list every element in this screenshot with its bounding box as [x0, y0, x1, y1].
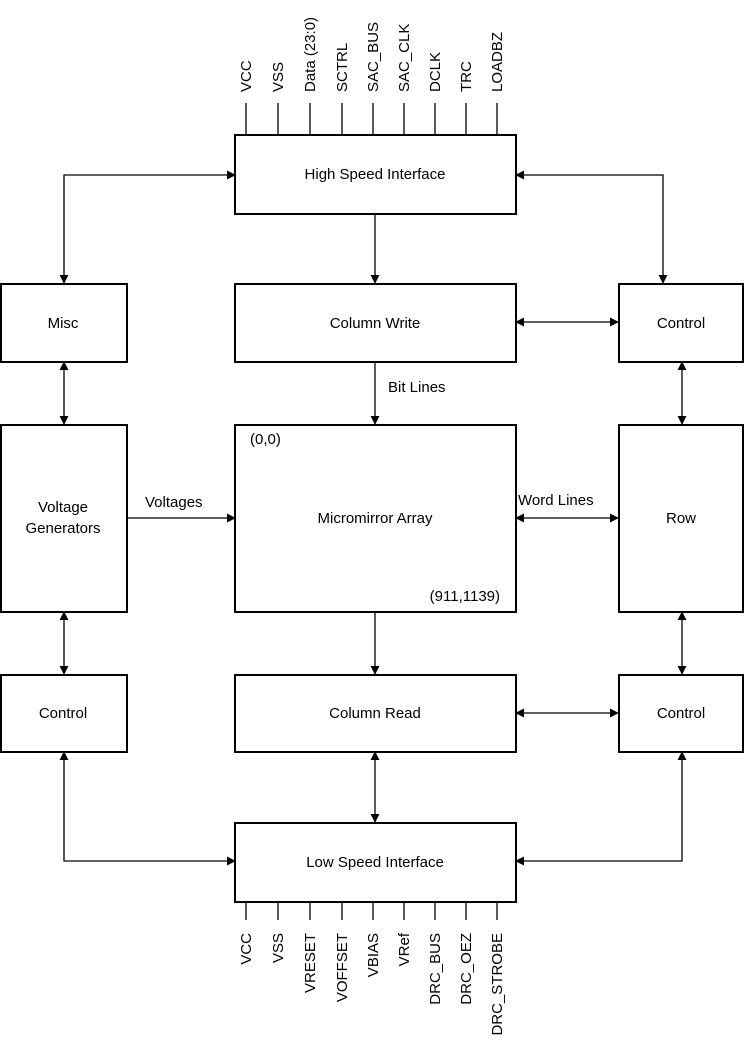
control-left-block: Control	[0, 674, 128, 753]
hs-pin-label-loadbz: LOADBZ	[489, 32, 506, 92]
control-lsi-left-connector	[59, 751, 236, 866]
hs-pin-label-sctrl: SCTRL	[334, 43, 351, 92]
ls-pin-label-voffset: VOFFSET	[334, 933, 351, 1002]
control-bottom-right-block: Control	[618, 674, 744, 753]
column-read-label: Column Read	[329, 705, 421, 722]
row-label: Row	[666, 510, 696, 527]
control-left-label: Control	[39, 705, 87, 722]
connections	[59, 170, 687, 866]
column-read-block: Column Read	[234, 674, 517, 753]
voltages-label: Voltages	[145, 494, 203, 511]
low-speed-interface-block: Low Speed Interface	[234, 822, 517, 903]
hs-pin-label-data-23-0: Data (23:0)	[302, 17, 319, 92]
misc-label: Misc	[48, 315, 79, 332]
hs-pin-label-sac-bus: SAC_BUS	[365, 22, 382, 92]
control-lsi-right-connector	[515, 751, 687, 866]
column-write-block: Column Write	[234, 283, 517, 363]
micromirror-array-block: (0,0) Micromirror Array (911,1139)	[234, 424, 517, 613]
ls-pin-label-vreset: VRESET	[302, 933, 319, 993]
hs-pin-label-vss: VSS	[270, 62, 287, 92]
ls-pin-label-vref: VRef	[396, 932, 413, 966]
ls-pin-label-drc-strobe: DRC_STROBE	[489, 933, 506, 1036]
row-block: Row	[618, 424, 744, 613]
ls-pin-label-drc-oez: DRC_OEZ	[458, 933, 475, 1005]
hs-pin-label-vcc: VCC	[238, 60, 255, 92]
hsi-control-connector	[515, 170, 668, 284]
control-top-right-block: Control	[618, 283, 744, 363]
column-write-label: Column Write	[330, 315, 421, 332]
ls-pin-label-vcc: VCC	[238, 933, 255, 965]
control-top-right-label: Control	[657, 315, 705, 332]
voltage-generators-block: Voltage Generators	[0, 424, 128, 613]
ls-pin-label-vss: VSS	[270, 933, 287, 963]
voltage-generators-label-line2: Generators	[25, 520, 100, 537]
high-speed-interface-label: High Speed Interface	[305, 166, 446, 183]
hs-pin-label-trc: TRC	[458, 61, 475, 92]
bit-lines-label: Bit Lines	[388, 379, 446, 396]
array-extent-label: (911,1139)	[430, 588, 500, 605]
high-speed-interface-block: High Speed Interface	[234, 134, 517, 215]
high-speed-pin-group: VCC VSS Data (23:0) SCTRL SAC_BUS SAC_CLK DCLK…	[238, 17, 506, 135]
hsi-misc-connector	[59, 170, 236, 284]
ls-pin-label-drc-bus: DRC_BUS	[427, 933, 444, 1005]
low-speed-interface-label: Low Speed Interface	[306, 854, 444, 871]
hs-pin-label-dclk: DCLK	[427, 52, 444, 92]
array-origin-label: (0,0)	[250, 431, 281, 448]
low-speed-pin-group: VCC VSS VRESET VOFFSET VBIAS VRef DRC_BUS DRC_O…	[238, 902, 506, 1036]
micromirror-array-label: Micromirror Array	[318, 510, 433, 527]
hs-pin-label-sac-clk: SAC_CLK	[396, 24, 413, 92]
word-lines-label: Word Lines	[518, 492, 594, 509]
misc-block: Misc	[0, 283, 128, 363]
control-bottom-right-label: Control	[657, 705, 705, 722]
voltage-generators-label-line1: Voltage	[38, 499, 88, 516]
ls-pin-label-vbias: VBIAS	[365, 933, 382, 977]
